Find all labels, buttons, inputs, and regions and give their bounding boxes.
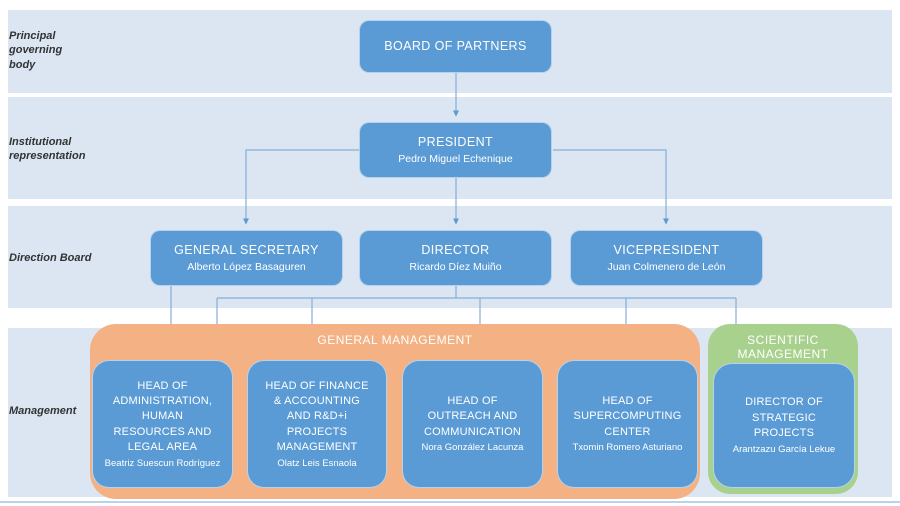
row-label-principal-governing-body: Principal governing body: [9, 30, 63, 71]
row-label-direction-board: Direction Board: [9, 252, 92, 264]
node-person-name: Beatriz Suescun Rodríguez: [104, 457, 221, 469]
node-president: PRESIDENT Pedro Miguel Echenique: [359, 122, 552, 178]
row-label-management: Management: [9, 405, 77, 417]
node-person-name: Pedro Miguel Echenique: [398, 152, 513, 165]
node-board-of-partners: BOARD OF PARTNERS: [359, 20, 552, 73]
bottom-divider-line: [0, 501, 900, 503]
node-title: GENERAL SECRETARY: [174, 242, 319, 257]
node-title: DIRECTOR OF STRATEGIC PROJECTS: [745, 396, 823, 440]
node-title: HEAD OF OUTREACH AND COMMUNICATION: [423, 394, 522, 438]
node-title: BOARD OF PARTNERS: [384, 38, 527, 53]
node-vicepresident: VICEPRESIDENT Juan Colmenero de León: [570, 230, 763, 286]
group-general-management-title: GENERAL MANAGEMENT: [317, 333, 473, 347]
node-person-name: Ricardo Díez Muiño: [409, 260, 502, 273]
node-title: PRESIDENT: [417, 134, 494, 149]
node-head-of-supercomputing-center: HEAD OF SUPERCOMPUTING CENTER Txomin Rom…: [557, 360, 698, 488]
node-title: DIRECTOR: [421, 242, 490, 257]
node-person-name: Olatz Leis Esnaola: [277, 457, 357, 469]
node-person-name: Alberto López Basaguren: [187, 260, 306, 273]
node-head-of-outreach: HEAD OF OUTREACH AND COMMUNICATION Nora …: [402, 360, 543, 488]
node-general-secretary: GENERAL SECRETARY Alberto López Basagure…: [150, 230, 343, 286]
node-title: HEAD OF FINANCE & ACCOUNTING AND R&D+i P…: [265, 379, 369, 454]
node-head-of-administration: HEAD OF ADMINISTRATION, HUMAN RESOURCES …: [92, 360, 233, 488]
group-scientific-management-title: SCIENTIFIC MANAGEMENT: [737, 333, 829, 362]
node-title: HEAD OF SUPERCOMPUTING CENTER: [573, 394, 682, 438]
node-title: VICEPRESIDENT: [613, 242, 720, 257]
row-label-institutional-representation: Institutional representation: [9, 136, 86, 163]
node-director: DIRECTOR Ricardo Díez Muiño: [359, 230, 552, 286]
node-head-of-finance: HEAD OF FINANCE & ACCOUNTING AND R&D+i P…: [247, 360, 387, 488]
node-person-name: Nora González Lacunza: [421, 442, 524, 454]
node-person-name: Arantzazu García Lekue: [732, 443, 836, 455]
node-person-name: Txomin Romero Asturiano: [572, 442, 683, 454]
node-director-of-strategic-projects: DIRECTOR OF STRATEGIC PROJECTS Arantzazu…: [713, 363, 855, 488]
node-person-name: Juan Colmenero de León: [607, 260, 726, 273]
node-title: HEAD OF ADMINISTRATION, HUMAN RESOURCES …: [112, 379, 213, 454]
